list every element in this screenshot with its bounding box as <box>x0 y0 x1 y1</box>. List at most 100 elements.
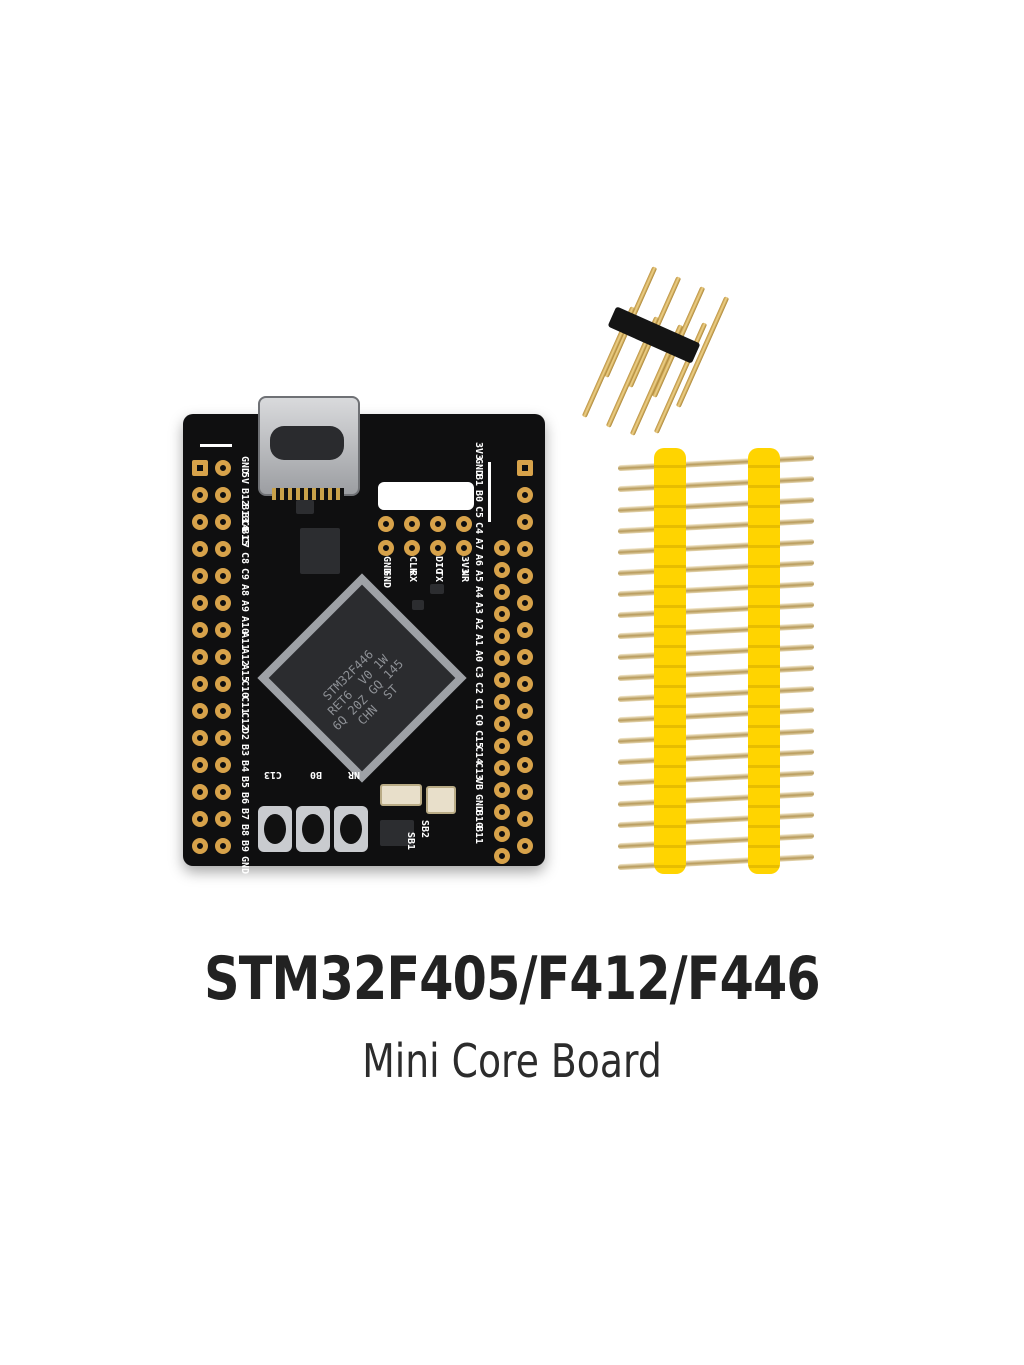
product-title: STM32F405/F412/F446 <box>204 944 821 1014</box>
header-pin-row <box>618 496 814 514</box>
header-pin-row <box>618 622 814 640</box>
pin-label: B9 <box>239 840 250 853</box>
pin-label: C8 <box>239 552 250 565</box>
solder-pad <box>494 562 510 578</box>
pin-label: B8 <box>239 824 250 837</box>
solder-pad <box>192 649 208 665</box>
solder-pad <box>517 676 533 692</box>
solder-pad <box>378 516 394 532</box>
header-pin-row <box>618 643 814 661</box>
solder-pad <box>517 541 533 557</box>
pin-label: A2 <box>473 618 484 631</box>
solder-pad <box>517 568 533 584</box>
pin-label: B5 <box>239 776 250 789</box>
pin-label: VB <box>473 778 484 791</box>
solder-pad <box>517 622 533 638</box>
solder-pad <box>494 584 510 600</box>
header-pin-row <box>618 664 814 682</box>
header-pin-row <box>618 832 814 850</box>
solder-pad <box>494 738 510 754</box>
pin-label: C4 <box>473 522 484 535</box>
pin-label: A4 <box>473 586 484 599</box>
pin-label: B11 <box>473 826 484 845</box>
solder-pad <box>494 760 510 776</box>
pin-label: A1 <box>473 634 484 647</box>
pin-label: C2 <box>473 682 484 695</box>
solder-pad <box>215 811 231 827</box>
solder-pad <box>215 568 231 584</box>
solder-pad <box>192 676 208 692</box>
solder-pad <box>517 730 533 746</box>
solder-pad <box>517 487 533 503</box>
solder-pad <box>192 568 208 584</box>
button-label-b0: B0 <box>309 769 322 780</box>
solder-pad <box>215 595 231 611</box>
solder-pad <box>517 703 533 719</box>
solder-pad <box>494 782 510 798</box>
pin-label: A6 <box>473 554 484 567</box>
solder-pad <box>215 676 231 692</box>
product-subtitle: Mini Core Board <box>362 1034 662 1088</box>
header-pin-row <box>618 790 814 808</box>
pin-header-2x4 <box>578 262 730 442</box>
pin-label: B0 <box>473 490 484 503</box>
solder-pad <box>215 649 231 665</box>
pin-label: A0 <box>473 650 484 663</box>
usb-pins <box>272 488 344 500</box>
solder-pad <box>192 541 208 557</box>
smd-component <box>412 600 424 610</box>
silk-line-right <box>488 462 491 522</box>
pin-label: C9 <box>239 568 250 581</box>
pin-label: RX <box>407 570 418 583</box>
solder-pad <box>494 848 510 864</box>
pin-label: B6 <box>239 792 250 805</box>
solder-pad <box>517 649 533 665</box>
header-pin-row <box>618 475 814 493</box>
solder-pad <box>494 606 510 622</box>
solder-pad <box>430 516 446 532</box>
solder-pad <box>192 838 208 854</box>
smd-component <box>296 500 314 514</box>
voltage-regulator <box>300 528 340 574</box>
silk-line-left <box>200 444 232 447</box>
solder-pad <box>192 460 208 476</box>
header-pin-row <box>618 853 814 871</box>
crystal-large <box>380 784 422 806</box>
solder-pad <box>430 540 446 556</box>
header-pin-row <box>618 706 814 724</box>
solder-pad <box>192 487 208 503</box>
pin-label: C7 <box>239 536 250 549</box>
button-b0 <box>296 806 330 852</box>
solder-pad <box>456 516 472 532</box>
solder-pad <box>192 784 208 800</box>
solder-pad <box>215 460 231 476</box>
header-pin-row <box>618 685 814 703</box>
solder-pad <box>494 540 510 556</box>
header-pin-row <box>618 538 814 556</box>
solder-pad <box>215 487 231 503</box>
solder-pad <box>494 672 510 688</box>
solder-pad <box>192 757 208 773</box>
solder-pad <box>215 784 231 800</box>
solder-pad <box>215 514 231 530</box>
button-label-nr: NR <box>347 769 360 780</box>
solder-pad <box>494 628 510 644</box>
pin-label: NR <box>459 570 470 583</box>
jumper-label-sb2: SB2 <box>419 820 430 839</box>
crystal-small <box>426 786 456 814</box>
pin-label: B1 <box>473 474 484 487</box>
solder-pad <box>517 595 533 611</box>
jumper-label-sb1: SB1 <box>405 832 416 851</box>
solder-pad <box>215 703 231 719</box>
solder-pad <box>192 595 208 611</box>
header-pin-row <box>618 727 814 745</box>
button-c13 <box>258 806 292 852</box>
solder-pad <box>215 541 231 557</box>
button-label-c13: C13 <box>263 769 282 780</box>
solder-pad <box>494 826 510 842</box>
header-pin-row <box>618 769 814 787</box>
solder-pad <box>404 516 420 532</box>
solder-pad <box>192 514 208 530</box>
solder-pad <box>517 811 533 827</box>
header-plastic-right <box>748 448 780 874</box>
